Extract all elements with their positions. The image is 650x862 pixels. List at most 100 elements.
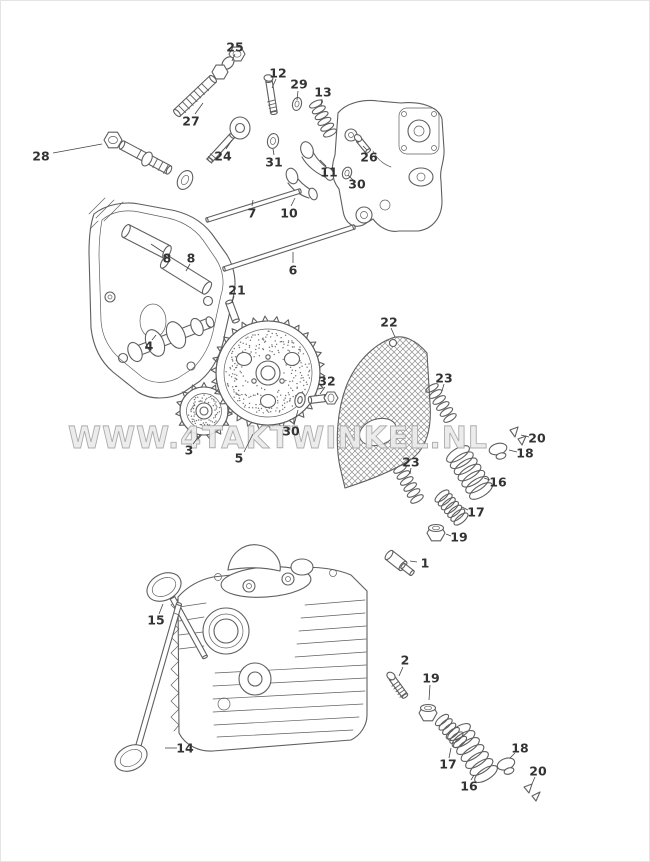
dowel-pin-21-drawing [225,299,240,324]
timing-gear-drawing [175,381,233,440]
camshaft-drawing [127,316,215,363]
leader-line-19 [445,533,452,537]
leader-line-8 [185,263,191,272]
part-number-10: 10 [280,206,298,221]
nut-19-upper-drawing [426,523,446,542]
leader-line-1 [409,560,418,563]
part-number-4: 4 [145,339,154,354]
part-number-30: 30 [282,424,300,439]
valve-spring-16-upper-drawing [446,445,493,500]
leader-line-15 [158,603,164,615]
screw-2-drawing [386,671,409,699]
part-number-6: 6 [289,263,298,278]
part-number-7: 7 [248,206,257,221]
rocker-arm-10-drawing [285,167,318,201]
leader-line-26 [362,145,368,151]
leader-line-4 [151,334,157,341]
rocker-shaft-7-drawing [205,188,302,223]
leader-line-29 [296,90,299,101]
part-number-28: 28 [32,149,49,164]
sprocket-guard-drawing [336,336,431,489]
part-number-19: 19 [450,530,467,545]
part-number-16: 16 [460,779,478,794]
bolt-26-drawing [353,134,372,154]
leader-line-23 [409,467,412,475]
valve-14-drawing [114,602,183,772]
part-number-25: 25 [226,40,243,55]
part-number-23: 23 [435,371,452,386]
sprocket-bolt-32-drawing [307,391,339,405]
leader-line-5 [243,433,254,453]
leader-line-20 [520,434,530,438]
part-number-18: 18 [516,446,533,461]
part-number-21: 21 [228,283,245,298]
spring-13-drawing [309,99,337,138]
leader-line-21 [231,295,235,304]
valve-keepers-20-upper-drawing [509,426,527,446]
sprocket-washer-30-drawing [294,392,306,408]
leader-line-22 [390,327,396,338]
link-rod-24-drawing [205,116,251,164]
part-number-32: 32 [318,374,335,389]
leader-line-31 [272,148,275,156]
leader-line-3 [192,434,201,445]
inner-spring-17-upper-drawing [434,489,469,526]
part-number-16: 16 [489,475,507,490]
leader-line-12 [271,78,277,89]
part-number-22: 22 [380,315,397,330]
cam-sprocket-drawing [210,315,326,431]
part-number-2: 2 [401,653,410,668]
leader-line-30 [347,174,354,181]
washer-31-drawing [266,133,280,149]
adjuster-cap-1-drawing [384,549,415,577]
watermark-text: WWW.4TAKTWINKEL.NL [68,421,488,456]
part-number-8: 8 [163,251,172,266]
part-number-24: 24 [214,149,232,164]
part-number-8: 8 [187,251,196,266]
leader-line-13 [320,98,323,107]
part-number-26: 26 [360,150,378,165]
part-number-18: 18 [511,741,528,756]
leader-line-19 [428,684,431,701]
part-number-31: 31 [265,155,282,170]
part-number-20: 20 [528,431,546,446]
rocker-housing-drawing [331,99,445,232]
leader-line-30 [293,409,299,426]
leader-line-28 [52,143,103,154]
spring-retainer-18-lower-drawing [496,757,516,775]
leader-line-32 [319,386,326,395]
part-number-12: 12 [269,66,286,81]
nut-19-lower-drawing [418,703,438,722]
rocker-shaft-6-drawing [222,224,356,272]
leader-line-7 [251,199,254,207]
leader-line-18 [509,752,516,759]
part-number-3: 3 [185,443,194,458]
leader-line-17 [448,747,452,759]
part-number-5: 5 [235,451,244,466]
part-number-20: 20 [529,764,547,779]
leader-line-16 [483,477,491,481]
leader-line-27 [194,102,204,115]
part-number-1: 1 [421,556,430,571]
leader-line-20 [531,776,536,785]
part-number-11: 11 [320,165,337,180]
leader-line-18 [508,449,518,453]
cylinder-head-drawing [170,544,368,752]
leader-line-10 [290,197,296,207]
part-number-17: 17 [467,505,484,520]
leader-line-23 [441,383,445,392]
leader-line-11 [319,159,327,167]
side-cover-drawing [88,197,236,399]
leader-line-2 [398,666,404,677]
part-number-19: 19 [422,671,439,686]
rocker-shaft-pin-lower-drawing [159,255,213,295]
spring-23-upper-drawing [425,383,457,423]
spring-retainer-18-upper-drawing [488,442,508,460]
part-number-30: 30 [348,177,366,192]
washer-29-drawing [291,97,303,111]
part-number-14: 14 [176,741,194,756]
part-number-15: 15 [147,613,164,628]
